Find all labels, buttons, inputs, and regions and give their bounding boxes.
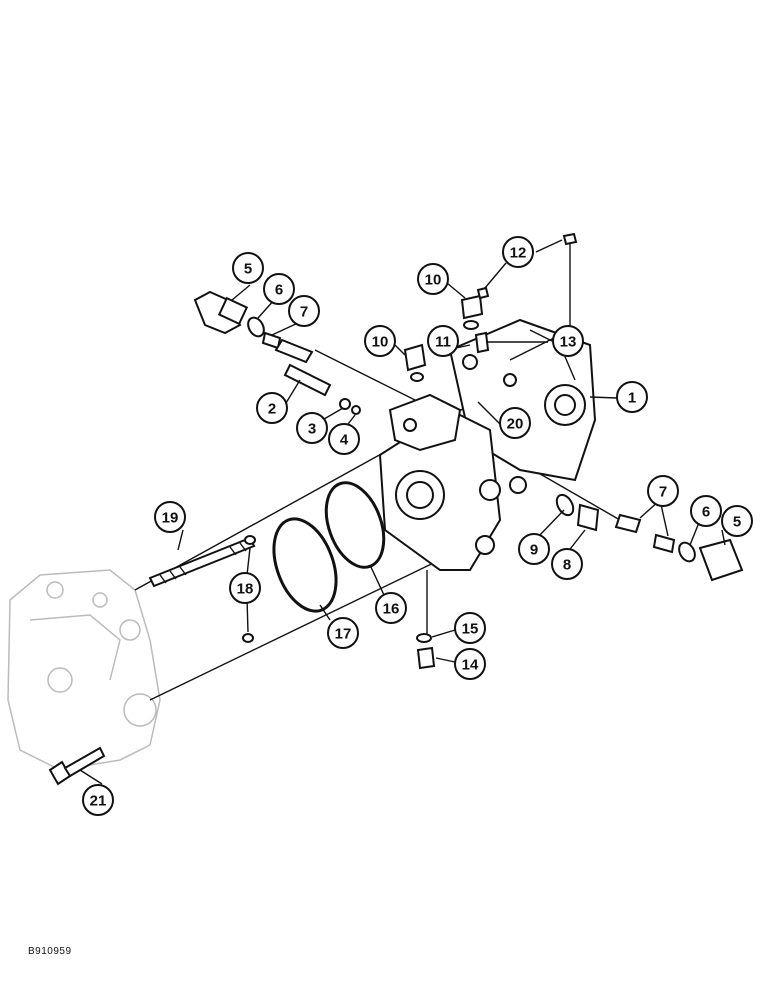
callout-8: 8 [551, 548, 583, 580]
callout-circle [328, 423, 360, 455]
callout-circle [551, 548, 583, 580]
bolt-21 [48, 746, 106, 786]
callout-3: 3 [296, 412, 328, 444]
callout-4: 4 [328, 423, 360, 455]
stud-19 [148, 536, 256, 588]
callout-circle [454, 648, 486, 680]
callout-circle [256, 392, 288, 424]
callout-label: 9 [530, 542, 538, 559]
callout-19: 19 [154, 501, 186, 533]
callout-label: 1 [628, 390, 636, 407]
pump-housing-background [7, 569, 161, 771]
callout-label: 7 [300, 304, 308, 321]
callout-circle [454, 612, 486, 644]
callout-label: 17 [335, 626, 352, 643]
callout-circle [502, 236, 534, 268]
callout-17: 17 [327, 617, 359, 649]
callout-circle [154, 501, 186, 533]
callout-circle [296, 412, 328, 444]
callout-7: 7 [647, 475, 679, 507]
callout-label: 14 [462, 657, 479, 674]
callout-label: 16 [383, 601, 400, 618]
callout-11: 11 [427, 325, 459, 357]
callout-7: 7 [288, 295, 320, 327]
callout-label: 13 [560, 334, 577, 351]
callout-label: 3 [308, 421, 316, 438]
callout-10: 10 [417, 263, 449, 295]
callout-label: 6 [275, 282, 283, 299]
callout-circle [232, 252, 264, 284]
callout-label: 11 [435, 334, 451, 351]
callout-circle [263, 273, 295, 305]
callout-circle [375, 592, 407, 624]
callout-label: 5 [244, 261, 252, 278]
callout-9: 9 [518, 533, 550, 565]
callout-label: 10 [372, 334, 389, 351]
callout-1: 1 [616, 381, 648, 413]
callout-circle [499, 407, 531, 439]
figure-id-label: B910959 [28, 946, 72, 957]
callout-label: 12 [510, 245, 527, 262]
upper-relief-valve-parts [193, 290, 361, 415]
callout-circle [690, 495, 722, 527]
callout-circle [616, 381, 648, 413]
callout-5: 5 [232, 252, 264, 284]
callout-circle [552, 325, 584, 357]
callout-circle [364, 325, 396, 357]
callout-circle [288, 295, 320, 327]
callout-circle [82, 784, 114, 816]
callout-12: 12 [502, 236, 534, 268]
callout-20: 20 [499, 407, 531, 439]
callout-label: 7 [659, 484, 667, 501]
callout-label: 20 [507, 416, 524, 433]
callout-circle [647, 475, 679, 507]
callout-6: 6 [263, 273, 295, 305]
o-ring-18-upper [244, 535, 256, 545]
seal-rings [272, 481, 386, 613]
callout-circle [417, 263, 449, 295]
lower-plugs [416, 570, 436, 670]
lower-relief-valve-parts [555, 493, 744, 582]
callout-21: 21 [82, 784, 114, 816]
callout-circle [327, 617, 359, 649]
callout-label: 2 [268, 401, 276, 418]
callout-circle [427, 325, 459, 357]
end-cover-block [378, 393, 527, 571]
callout-label: 5 [733, 514, 741, 531]
leader-lines [79, 239, 726, 785]
callout-15: 15 [454, 612, 486, 644]
callout-label: 15 [462, 621, 479, 638]
upper-plugs [403, 232, 578, 382]
callout-10: 10 [364, 325, 396, 357]
callout-label: 6 [702, 504, 710, 521]
callout-label: 21 [90, 793, 107, 810]
callout-16: 16 [375, 592, 407, 624]
o-ring-18-lower [242, 633, 254, 643]
callout-label: 19 [162, 510, 179, 527]
callout-14: 14 [454, 648, 486, 680]
callout-label: 4 [340, 432, 349, 449]
callout-circle [229, 572, 261, 604]
callout-label: 18 [237, 581, 254, 598]
callout-label: 10 [425, 272, 442, 289]
callout-5: 5 [721, 505, 753, 537]
callout-2: 2 [256, 392, 288, 424]
callout-circle [518, 533, 550, 565]
callout-13: 13 [552, 325, 584, 357]
callout-6: 6 [690, 495, 722, 527]
callout-label: 8 [563, 557, 571, 574]
callout-18: 18 [229, 572, 261, 604]
callout-circle [721, 505, 753, 537]
